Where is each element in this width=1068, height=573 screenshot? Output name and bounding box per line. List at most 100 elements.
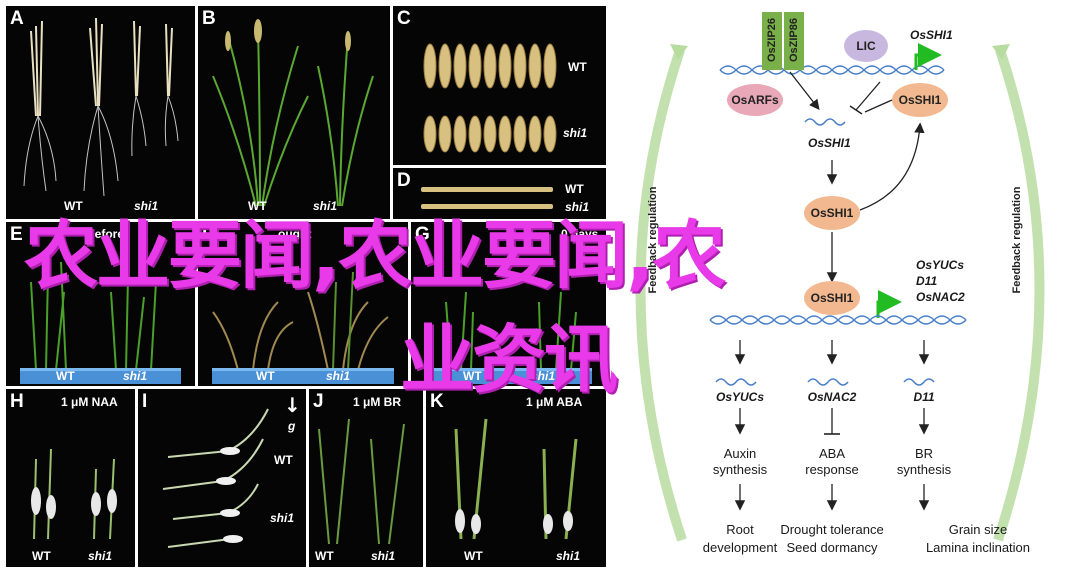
gene-osnac2: OsNAC2 (807, 390, 857, 404)
oszip26-box (762, 12, 782, 70)
gravity-arrow-icon: ↓ (284, 393, 301, 417)
panel-h-wt: WT (32, 549, 51, 563)
panel-g-caption: 0 days (561, 227, 599, 241)
dna-strand-top (719, 65, 945, 75)
tray-g (425, 368, 592, 384)
pathway-auxin-2: synthesis (712, 462, 768, 477)
panel-a-label: A (10, 8, 24, 29)
panel-g-shi1: shi1 (531, 369, 556, 383)
outcome-drought-2: Seed dormancy (786, 540, 878, 555)
panel-d-label: D (397, 170, 411, 191)
seedlings-e (30, 261, 157, 371)
feedback-arc-right (993, 48, 1045, 542)
panel-j-treatment: 1 μM BR (353, 395, 402, 409)
panel-e-wt: WT (56, 369, 75, 383)
osshi1-mrna (804, 118, 846, 126)
feedback-label-left: Feedback regulation (647, 186, 659, 294)
gene-osyucs: OsYUCs (715, 390, 765, 404)
panel-a-wt: WT (64, 199, 83, 213)
panel-j: J 1 μM BR WT shi1 (309, 389, 423, 567)
grains-c (423, 43, 557, 153)
panel-h: H 1 μM NAA WT shi1 (6, 389, 135, 567)
panel-g-wt: WT (463, 369, 482, 383)
osshi1-node2-label: OsSHI1 (810, 206, 854, 220)
seedlings-g (445, 291, 577, 371)
panel-b-wt: WT (248, 199, 267, 213)
target-label-2: D11 (916, 274, 938, 288)
panel-g-label: G (415, 224, 430, 245)
panel-b-label: B (202, 8, 216, 29)
panel-j-wt: WT (315, 549, 334, 563)
panel-i-wt: WT (274, 453, 293, 467)
osshi1-node3-ellipse (804, 281, 860, 315)
panel-k-wt: WT (464, 549, 483, 563)
osarfs-label: OsARFs (731, 93, 779, 107)
panel-a: A WT shi1 (6, 6, 195, 219)
lic-ellipse (844, 30, 888, 62)
panel-f-caption: ought (278, 227, 312, 241)
panel-k: K 1 μM ABA WT shi1 (426, 389, 606, 567)
pathway-br-2: synthesis (896, 462, 952, 477)
oszip86-label: OsZIP86 (788, 17, 800, 63)
dna-strand-bottom (709, 315, 967, 325)
panel-g: G 0 days WT shi1 (411, 222, 606, 386)
pathway-aba: ABA (818, 446, 845, 461)
pathway-br: BR (914, 446, 934, 461)
panel-f-label: F (202, 224, 214, 245)
tray-f (212, 368, 394, 384)
panel-f: F ought WT shi1 (198, 222, 408, 386)
panel-h-label: H (10, 391, 24, 412)
panel-e-caption: Before (86, 227, 125, 241)
panel-i-shi1: shi1 (270, 511, 295, 525)
tray-e (20, 368, 181, 384)
lic-label: LIC (856, 39, 876, 53)
gene-d11: D11 (913, 390, 935, 404)
pathway-auxin: Auxin (723, 446, 757, 461)
panel-e-label: E (10, 224, 23, 245)
target-label-1: OsYUCs (916, 258, 965, 272)
osshi1-top-label: OsSHI1 (910, 28, 953, 42)
osshi1-node1-label: OsSHI1 (898, 93, 942, 107)
seedlings-k (454, 418, 578, 540)
seedlings-j (318, 418, 405, 545)
outcome-root-2: development (702, 540, 778, 555)
panel-d-wt: WT (565, 182, 584, 196)
grains-d (421, 187, 553, 209)
panel-b: B WT shi1 (198, 6, 390, 219)
target-label-3: OsNAC2 (916, 290, 965, 304)
seedlings-i (162, 408, 269, 548)
panel-i: I ↓ g WT shi1 (138, 389, 306, 567)
panel-d-shi1: shi1 (565, 200, 590, 214)
panel-c: C WT shi1 (393, 6, 606, 165)
panel-c-wt: WT (568, 60, 587, 74)
outcome-grain: Grain size (948, 522, 1008, 537)
outcome-root: Root (726, 522, 754, 537)
oszip26-label: OsZIP26 (766, 17, 778, 63)
panel-e-shi1: shi1 (123, 369, 148, 383)
osshi1-node3-label: OsSHI1 (810, 291, 854, 305)
feedback-label-right: Feedback regulation (1011, 186, 1023, 294)
panel-e: E Before WT shi1 (6, 222, 195, 386)
panel-k-shi1: shi1 (556, 549, 581, 563)
panel-j-label: J (313, 391, 324, 412)
osarfs-ellipse (727, 84, 783, 116)
feedback-arc-left (635, 48, 687, 542)
panel-i-label: I (142, 391, 148, 412)
pathway-aba-2: response (805, 462, 859, 477)
rice-plants-a (23, 17, 179, 197)
panel-b-shi1: shi1 (313, 199, 338, 213)
seedlings-f (212, 271, 389, 371)
osshi1-gene-label: OsSHI1 (808, 136, 851, 150)
panel-h-shi1: shi1 (88, 549, 113, 563)
panel-c-shi1: shi1 (563, 126, 588, 140)
seedlings-h (31, 448, 117, 540)
diagram-graphics (635, 12, 1045, 542)
panel-i-g: g (288, 419, 296, 433)
panel-d: D WT shi1 (393, 168, 606, 219)
panel-h-treatment: 1 μM NAA (61, 395, 118, 409)
osshi1-node2-ellipse (804, 196, 860, 230)
osshi1-node1-ellipse (892, 83, 948, 117)
panel-f-shi1: shi1 (326, 369, 351, 383)
oszip86-box (784, 12, 804, 70)
panel-k-label: K (430, 391, 444, 412)
